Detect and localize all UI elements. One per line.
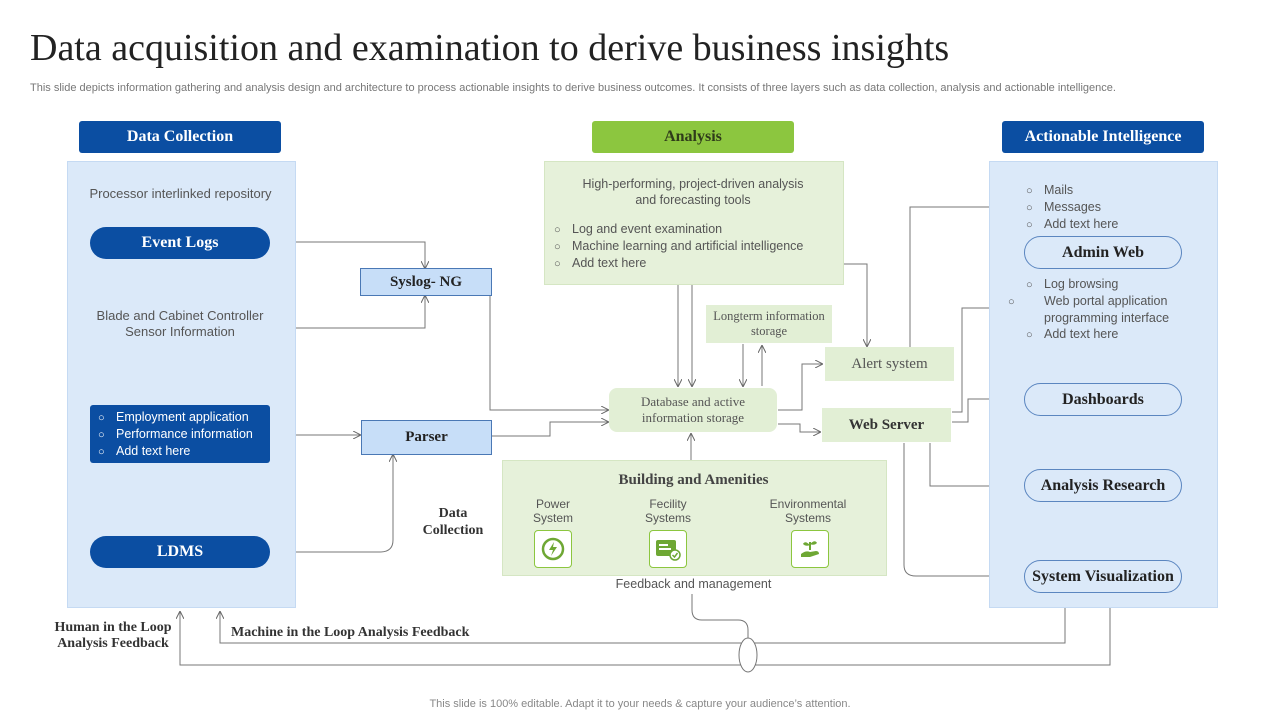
actionable-bullets-top: Mails Messages Add text here bbox=[1026, 182, 1206, 233]
machine-loop-feedback-label: Machine in the Loop Analysis Feedback bbox=[231, 625, 470, 640]
database-storage-box: Database and active information storage bbox=[609, 388, 777, 432]
analysis-bullets: Log and event examination Machine learni… bbox=[554, 221, 839, 272]
junction-ellipse bbox=[738, 637, 758, 673]
collection-bullets: Employment application Performance infor… bbox=[98, 409, 270, 460]
plant-hand-icon bbox=[791, 530, 829, 568]
admin-web-pill: Admin Web bbox=[1024, 236, 1182, 269]
system-visualization-pill: System Visualization bbox=[1024, 560, 1182, 593]
list-item: Log and event examination bbox=[554, 221, 839, 238]
power-system-label: Power System bbox=[532, 497, 573, 525]
list-item: Employment application bbox=[98, 409, 270, 426]
list-item: Add text here bbox=[98, 443, 270, 460]
list-item: Add text here bbox=[1026, 216, 1206, 233]
parser-box: Parser bbox=[361, 420, 492, 455]
human-loop-feedback-label: Human in the Loop Analysis Feedback bbox=[54, 620, 172, 651]
alert-system-box: Alert system bbox=[825, 347, 954, 381]
actionable-bullets-mid: Log browsing Web portal application prog… bbox=[1026, 276, 1206, 343]
ldms-pill: LDMS bbox=[90, 536, 270, 568]
dashboards-pill: Dashboards bbox=[1024, 383, 1182, 416]
facility-card-icon bbox=[649, 530, 687, 568]
list-item: Machine learning and artificial intellig… bbox=[554, 238, 839, 255]
web-server-box: Web Server bbox=[822, 408, 951, 442]
analysis-header: Analysis bbox=[592, 121, 794, 153]
event-logs-pill: Event Logs bbox=[90, 227, 270, 259]
list-item: Log browsing bbox=[1026, 276, 1206, 293]
feedback-management-text: Feedback and management bbox=[615, 577, 772, 591]
actionable-intelligence-header: Actionable Intelligence bbox=[1002, 121, 1204, 153]
list-item: Web portal application programming inter… bbox=[1026, 293, 1206, 326]
collection-bullets-box: Employment application Performance infor… bbox=[90, 405, 270, 463]
blade-controller-text: Blade and Cabinet Controller Sensor Info… bbox=[96, 308, 264, 339]
analysis-research-pill: Analysis Research bbox=[1024, 469, 1182, 502]
list-item: Add text here bbox=[554, 255, 839, 272]
analysis-tools-text: High-performing, project-driven analysis… bbox=[582, 177, 804, 207]
power-icon bbox=[534, 530, 572, 568]
longterm-storage-box: Longterm information storage bbox=[706, 305, 832, 343]
list-item: Add text here bbox=[1026, 326, 1206, 343]
list-item: Mails bbox=[1026, 182, 1206, 199]
list-item: Messages bbox=[1026, 199, 1206, 216]
data-collection-header: Data Collection bbox=[79, 121, 281, 153]
facility-systems-label: Fecility Systems bbox=[644, 497, 691, 525]
repository-text: Processor interlinked repository bbox=[89, 186, 272, 201]
data-collection-label: Data Collection bbox=[422, 506, 484, 538]
page-subtitle: This slide depicts information gathering… bbox=[30, 82, 1116, 94]
syslog-ng-box: Syslog- NG bbox=[360, 268, 492, 296]
building-amenities-title: Building and Amenities bbox=[618, 472, 769, 488]
list-item: Performance information bbox=[98, 426, 270, 443]
environmental-systems-label: Environmental Systems bbox=[769, 497, 847, 525]
page-title: Data acquisition and examination to deri… bbox=[30, 27, 950, 69]
footer-note: This slide is 100% editable. Adapt it to… bbox=[429, 698, 851, 710]
